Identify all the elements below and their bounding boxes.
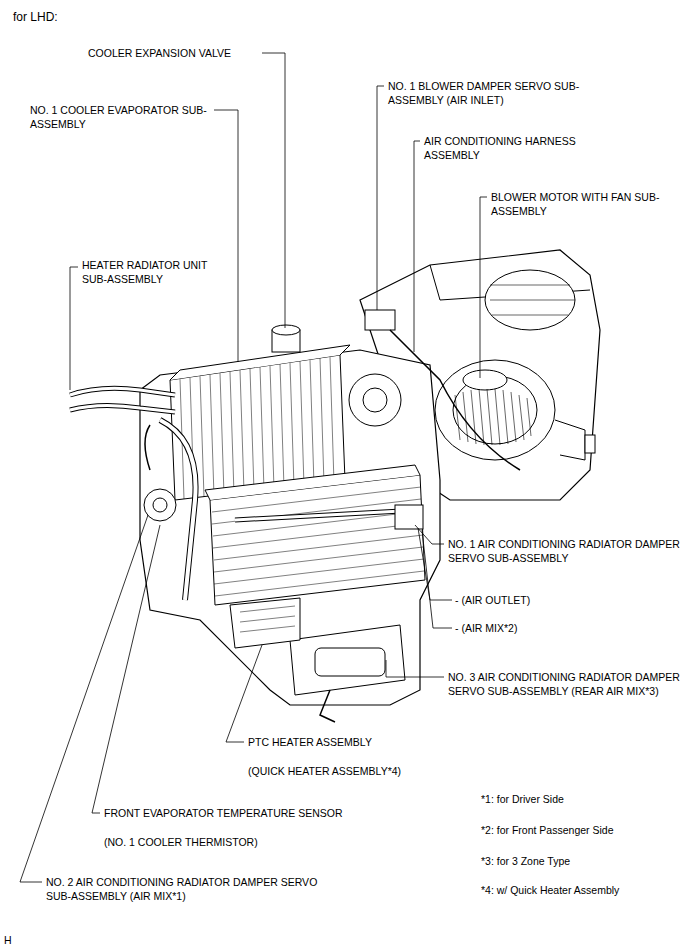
part-note: - (AIR OUTLET): [455, 593, 530, 607]
footnote: *3: for 3 Zone Type: [481, 854, 570, 868]
part-note: - (AIR MIX*2): [455, 621, 517, 635]
part-name: NO. 1 BLOWER DAMPER SERVO SUB-ASSEMBLY (…: [388, 79, 588, 107]
part-name: NO. 3 AIR CONDITIONING RADIATOR DAMPER S…: [448, 670, 684, 698]
part-name: AIR CONDITIONING HARNESS ASSEMBLY: [424, 134, 614, 162]
footnote: *4: w/ Quick Heater Assembly: [481, 883, 619, 897]
view-title: for LHD:: [13, 10, 58, 24]
part-name: NO. 1 COOLER EVAPORATOR SUB-ASSEMBLY: [30, 103, 215, 131]
figure-code: H: [4, 933, 12, 947]
part-name: NO. 1 AIR CONDITIONING RADIATOR DAMPER S…: [448, 537, 684, 565]
footnote: *1: for Driver Side: [481, 792, 564, 806]
part-name: NO. 2 AIR CONDITIONING RADIATOR DAMPER S…: [46, 875, 336, 903]
part-name: FRONT EVAPORATOR TEMPERATURE SENSOR: [104, 806, 343, 820]
part-note: (NO. 1 COOLER THERMISTOR): [104, 835, 258, 849]
footnote: *2: for Front Passenger Side: [481, 823, 614, 837]
part-name: COOLER EXPANSION VALVE: [88, 46, 231, 60]
part-name: BLOWER MOTOR WITH FAN SUB-ASSEMBLY: [491, 190, 661, 218]
part-note: (QUICK HEATER ASSEMBLY*4): [248, 764, 401, 778]
part-name: HEATER RADIATOR UNIT SUB-ASSEMBLY: [82, 258, 222, 286]
part-name: PTC HEATER ASSEMBLY: [248, 735, 372, 749]
